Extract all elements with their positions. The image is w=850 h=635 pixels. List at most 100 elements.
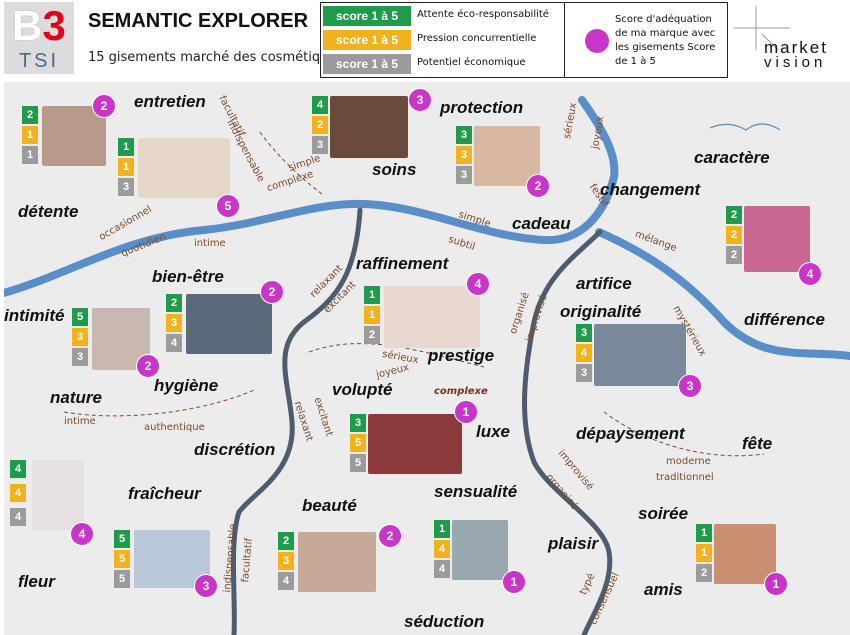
word-soiree: soirée (638, 504, 689, 523)
legend-chip-yellow: score 1 à 5 (323, 30, 411, 50)
score-pression: 1 (22, 126, 38, 144)
score-potentiel: 5 (114, 570, 130, 588)
word-intimite: intimité (4, 306, 65, 325)
road-left (230, 207, 363, 635)
label-intime-2: intime (64, 416, 96, 427)
legend-chip-green: score 1 à 5 (323, 6, 411, 26)
score-eco: 5 (72, 308, 88, 326)
word-luxe: luxe (476, 422, 511, 441)
fit-badge: 3 (408, 88, 432, 112)
road-right (522, 229, 613, 635)
photo-cream (330, 96, 408, 158)
score-eco: 1 (118, 138, 134, 156)
legend-chip-grey: score 1 à 5 (323, 54, 411, 74)
legend-row-pression: score 1 à 5 Pression concurrentielle (321, 29, 565, 50)
fit-badge: 2 (92, 94, 116, 118)
score-potentiel: 4 (434, 560, 450, 578)
word-beaute: beauté (302, 496, 357, 515)
score-eco: 2 (726, 206, 742, 224)
word-nature: nature (50, 388, 102, 407)
photo-smile (298, 532, 376, 592)
word-protection: protection (440, 98, 524, 117)
fit-legend-text: Score d'adéquation de ma marque avec les… (615, 14, 716, 67)
score-pression: 3 (278, 552, 294, 570)
score-pression: 4 (10, 484, 26, 502)
curve-moderne (603, 411, 765, 457)
score-eco: 1 (434, 520, 450, 538)
score-potentiel: 1 (22, 146, 38, 164)
word-difference: différence (744, 310, 825, 329)
score-pression: 3 (166, 314, 182, 332)
photo-face (474, 126, 540, 186)
word-amis: amis (644, 580, 683, 599)
fit-badge: 2 (260, 280, 284, 304)
fit-legend-dot (585, 29, 609, 53)
word-cadeau: cadeau (512, 214, 571, 233)
score-pression: 2 (726, 226, 742, 244)
legend-label-potentiel: Potentiel économique (417, 57, 526, 68)
label-intime: intime (194, 238, 226, 249)
score-potentiel: 2 (364, 326, 380, 344)
fit-badge: 4 (466, 272, 490, 296)
score-potentiel: 3 (118, 178, 134, 196)
fit-badge: 1 (502, 570, 526, 594)
score-eco: 4 (10, 460, 26, 478)
score-potentiel: 4 (166, 334, 182, 352)
word-fete: fête (742, 434, 773, 453)
word-soins: soins (372, 160, 417, 179)
photo-cotton (32, 460, 84, 530)
word-fleur: fleur (18, 572, 55, 591)
score-pression: 5 (350, 434, 366, 452)
word-fraicheur: fraîcheur (128, 484, 201, 503)
photo-curlers (594, 324, 686, 386)
score-pression: 4 (576, 344, 592, 362)
crosshair-icon (734, 6, 790, 51)
river-thin (709, 123, 781, 131)
score-pression: 3 (72, 328, 88, 346)
score-pression: 5 (114, 550, 130, 568)
word-prestige: prestige (428, 346, 495, 365)
score-eco: 2 (22, 106, 38, 124)
legend-label-pression: Pression concurrentielle (417, 33, 537, 44)
fit-badge: 2 (378, 524, 402, 548)
label-authentique: authentique (144, 422, 205, 433)
score-potentiel: 3 (312, 136, 328, 154)
word-raffinement: raffinement (356, 254, 449, 273)
label-moderne: moderne (666, 456, 711, 467)
score-eco: 3 (350, 414, 366, 432)
fit-badge: 1 (454, 400, 478, 424)
score-potentiel: 3 (72, 348, 88, 366)
photo-hat (714, 524, 776, 584)
score-potentiel: 3 (576, 364, 592, 382)
b3-logo: B3 TSI (4, 2, 74, 74)
fit-badge: 4 (70, 522, 94, 546)
map-lines (4, 96, 850, 635)
word-volupte: volupté (332, 380, 393, 399)
score-eco: 1 (696, 524, 712, 542)
score-pression: 1 (696, 544, 712, 562)
word-depaysement: dépaysement (576, 424, 685, 443)
market-vision-logo (734, 6, 846, 76)
curve-simple-complexe (259, 131, 323, 195)
word-plaisir: plaisir (548, 534, 599, 553)
score-eco: 3 (456, 126, 472, 144)
river-blue (4, 96, 850, 360)
score-eco: 4 (312, 96, 328, 114)
word-hygiene: hygiène (154, 376, 219, 395)
fit-badge: 3 (194, 574, 218, 598)
score-eco: 5 (114, 530, 130, 548)
label-traditionnel: traditionnel (656, 472, 714, 483)
score-pression: 1 (364, 306, 380, 324)
page-subtitle: 15 gisements marché des cosmétiques (88, 50, 344, 65)
fit-badge: 4 (798, 262, 822, 286)
logo-b: B (12, 2, 43, 49)
word-detente: détente (18, 202, 79, 221)
brand-vision: vision (764, 54, 827, 71)
word-caractere: caractère (694, 148, 770, 167)
score-pression: 2 (312, 116, 328, 134)
curve-intime (63, 389, 255, 417)
word-artifice: artifice (576, 274, 632, 293)
page-title: SEMANTIC EXPLORER (88, 10, 309, 32)
score-eco: 3 (576, 324, 592, 342)
logo-3: 3 (42, 2, 66, 49)
